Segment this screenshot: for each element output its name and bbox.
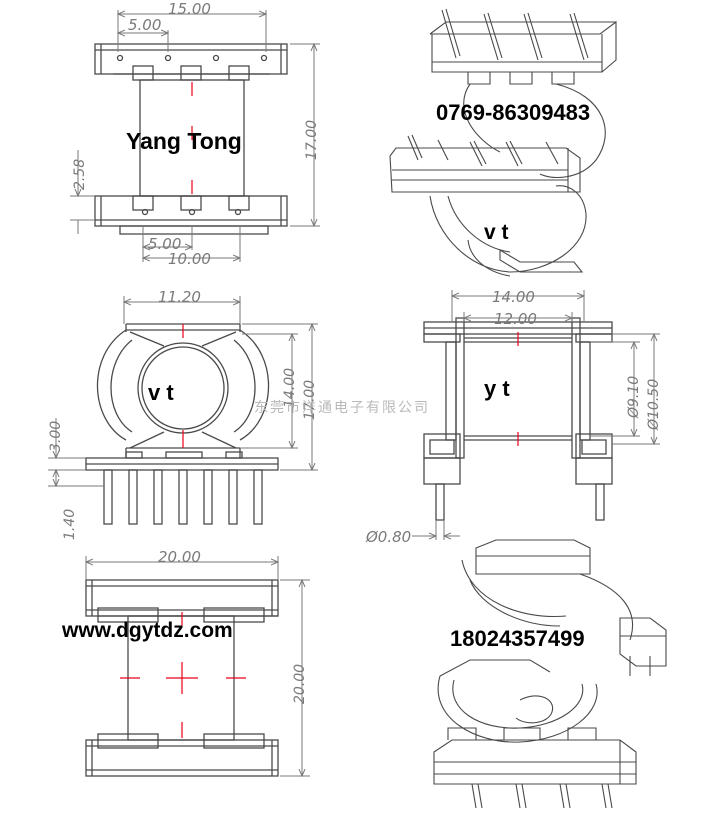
front-view-dimensions <box>70 10 320 262</box>
top-view-dimensions <box>86 556 310 776</box>
dim-pin-dia: Ø0.80 <box>365 528 411 546</box>
dim-bottom-width: 10.00 <box>168 250 211 268</box>
top-view-centerline <box>120 612 246 738</box>
yt-label-mid-right: y t <box>484 376 510 401</box>
dim-height-top-view: 20.00 <box>292 664 308 704</box>
side-view-mid-left <box>85 323 279 525</box>
dim-step-side: 3.00 <box>48 421 64 452</box>
website-label: www.dgytdz.com <box>62 619 233 642</box>
dim-width-top-view: 20.00 <box>158 548 201 566</box>
company-name-label: Yang Tong <box>126 128 242 154</box>
mobile-label: 18024357499 <box>450 626 585 651</box>
section-view-mid-right <box>423 317 613 521</box>
dim-bottom-pitch: 5.00 <box>148 235 181 253</box>
phone-label: 0769-86309483 <box>436 100 591 125</box>
dim-height-top: 17.00 <box>304 120 320 160</box>
company-watermark: 东莞市洋通电子有限公司 <box>254 400 430 416</box>
dim-flange: 2.58 <box>72 159 88 190</box>
dim-dia1-section: Ø9.10 <box>626 376 642 419</box>
isometric-view-top-right <box>389 8 617 277</box>
section-view-dimensions <box>412 290 660 540</box>
dim-overall-section: 14.00 <box>492 288 535 306</box>
dim-overall-top: 15.00 <box>168 0 211 18</box>
side-view-dimensions <box>48 296 318 486</box>
dim-pin-side: 1.40 <box>62 509 78 540</box>
dim-inner-side: 14.00 <box>282 368 298 408</box>
vt-label-mid-left: v t <box>148 380 174 405</box>
top-view-bottom-left <box>85 579 279 777</box>
vt-label-top-right: v t <box>484 221 509 244</box>
dim-outer-side: 17.00 <box>302 380 318 420</box>
dim-pitch-top: 5.00 <box>128 16 161 34</box>
dim-dia2-section: Ø10.50 <box>646 379 662 431</box>
isometric-view-bottom-right <box>433 539 667 809</box>
dim-width-side: 11.20 <box>158 288 201 306</box>
front-view-top-left <box>94 43 288 235</box>
dim-inner-section: 12.00 <box>494 310 537 328</box>
